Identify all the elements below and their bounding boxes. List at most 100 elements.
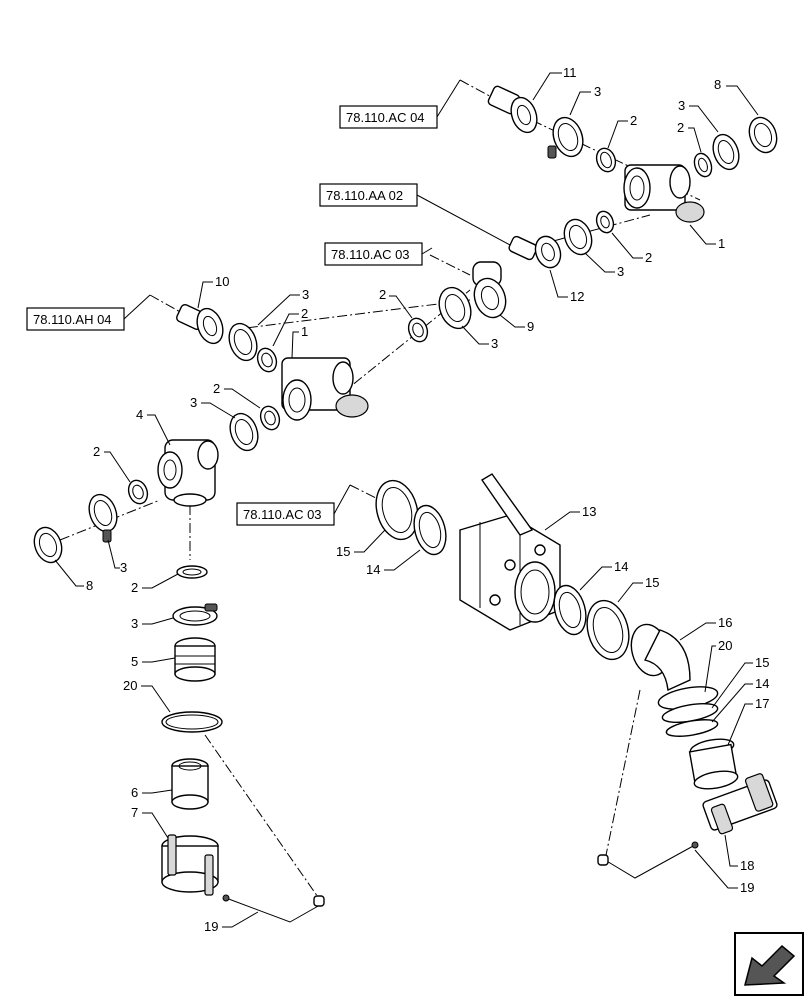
part-2-seal-stack	[176, 565, 208, 579]
reference-label: 78.110.AC 04	[346, 110, 425, 125]
callout-3: 3	[584, 252, 624, 279]
callout-2: 2	[611, 232, 652, 265]
callout-10: 10	[197, 274, 229, 309]
part-5-adapter	[174, 637, 216, 682]
reference-box-ac03-mid[interactable]: 78.110.AC 03	[324, 242, 433, 266]
reference-box-ac04-top[interactable]: 78.110.AC 04	[339, 79, 461, 129]
svg-text:8: 8	[86, 578, 93, 593]
reference-box-aa02[interactable]: 78.110.AA 02	[319, 183, 511, 246]
callout-3: 3	[257, 287, 309, 326]
callout-3: 3	[678, 98, 719, 133]
reference-box-ac03-low[interactable]: 78.110.AC 03	[236, 484, 351, 526]
svg-text:3: 3	[120, 560, 127, 575]
callout-8: 8	[714, 77, 759, 116]
callout-3: 3	[190, 395, 236, 419]
callout-3: 3	[461, 325, 498, 351]
callout-9: 9	[499, 314, 534, 334]
reference-label: 78.110.AA 02	[326, 188, 403, 203]
callout-15: 15	[336, 529, 386, 559]
callout-15: 15	[711, 655, 769, 709]
part-1-valve-body-top	[623, 164, 705, 223]
svg-text:2: 2	[93, 444, 100, 459]
part-2-seal-left-lower	[259, 405, 281, 431]
part-3-clamp-left-mid	[438, 286, 472, 330]
svg-text:19: 19	[740, 880, 754, 895]
part-3-clamp-left	[228, 322, 258, 362]
middle-fittings	[407, 210, 615, 343]
callout-14: 14	[366, 549, 421, 577]
svg-text:6: 6	[131, 785, 138, 800]
part-2-seal-tee	[127, 479, 149, 505]
callout-3: 3	[569, 84, 601, 116]
svg-text:14: 14	[366, 562, 380, 577]
part-9-elbow	[472, 261, 507, 319]
callout-5: 5	[131, 654, 176, 669]
svg-text:20: 20	[718, 638, 732, 653]
svg-text:7: 7	[131, 805, 138, 820]
part-16-elbow	[630, 623, 691, 692]
part-15-clamp-upper	[375, 479, 419, 541]
svg-text:8: 8	[714, 77, 721, 92]
part-3-clamp-left-lower	[229, 412, 259, 452]
svg-text:14: 14	[614, 559, 628, 574]
part-2-seal-right	[693, 152, 713, 178]
svg-text:20: 20	[123, 678, 137, 693]
callout-2: 2	[677, 120, 702, 153]
svg-text:18: 18	[740, 858, 754, 873]
part-18-cam-coupler	[702, 773, 778, 835]
part-3-clamp-stack	[172, 603, 218, 626]
svg-text:3: 3	[678, 98, 685, 113]
callout-3: 3	[131, 616, 174, 631]
part-3-clamp-tee	[88, 493, 118, 543]
callout-16: 16	[679, 615, 732, 641]
callout-20: 20	[123, 678, 171, 713]
svg-text:2: 2	[379, 287, 386, 302]
part-14-gasket-upper	[413, 504, 447, 556]
part-8-end-cap-top	[748, 116, 778, 154]
svg-text:5: 5	[131, 654, 138, 669]
callout-17: 17	[727, 696, 769, 746]
callout-8: 8	[54, 559, 93, 593]
svg-text:9: 9	[527, 319, 534, 334]
callout-20: 20	[704, 638, 732, 693]
svg-text:15: 15	[755, 655, 769, 670]
part-14-gasket-right	[665, 719, 719, 737]
upper-valve-assembly	[487, 85, 778, 223]
part-20-band-clamp	[161, 711, 223, 733]
part-10-hose-fitting	[176, 303, 224, 345]
reference-box-ah04[interactable]: 78.110.AH 04	[26, 294, 151, 331]
svg-text:15: 15	[336, 544, 350, 559]
part-2-seal-top	[595, 147, 617, 173]
callout-2: 2	[131, 573, 179, 595]
svg-text:14: 14	[755, 676, 769, 691]
part-3-clamp-mid	[563, 218, 593, 256]
callout-1: 1	[689, 224, 725, 251]
part-11-hose-fitting	[487, 85, 538, 134]
svg-text:1: 1	[718, 236, 725, 251]
part-2-seal-left	[256, 347, 278, 373]
part-4-tee-fitting	[157, 439, 219, 507]
svg-text:2: 2	[677, 120, 684, 135]
svg-text:11: 11	[563, 65, 577, 80]
part-14-gasket-lower	[553, 584, 587, 636]
part-6-coupling	[171, 758, 209, 810]
callout-2: 2	[607, 113, 637, 149]
callout-2: 2	[272, 306, 308, 347]
svg-text:12: 12	[570, 289, 584, 304]
callout-3: 3	[107, 539, 127, 575]
callout-15: 15	[617, 575, 659, 603]
callout-4: 4	[136, 407, 171, 446]
part-3-clamp-top	[547, 116, 584, 159]
svg-text:2: 2	[301, 306, 308, 321]
callout-7: 7	[131, 805, 169, 839]
part-17-coupling	[688, 738, 739, 790]
callout-14: 14	[579, 559, 628, 591]
part-13-ball-valve	[459, 473, 561, 631]
callout-1: 1	[291, 324, 308, 359]
callouts: 11 3 8 2 2 3 1 2 3 12 10 3 2 1 2 9 3 2 3…	[54, 65, 769, 934]
part-19-cable-right	[597, 841, 699, 879]
left-valve-assembly	[33, 303, 369, 564]
svg-text:19: 19	[204, 919, 218, 934]
previous-page-arrow-icon[interactable]	[734, 932, 804, 996]
